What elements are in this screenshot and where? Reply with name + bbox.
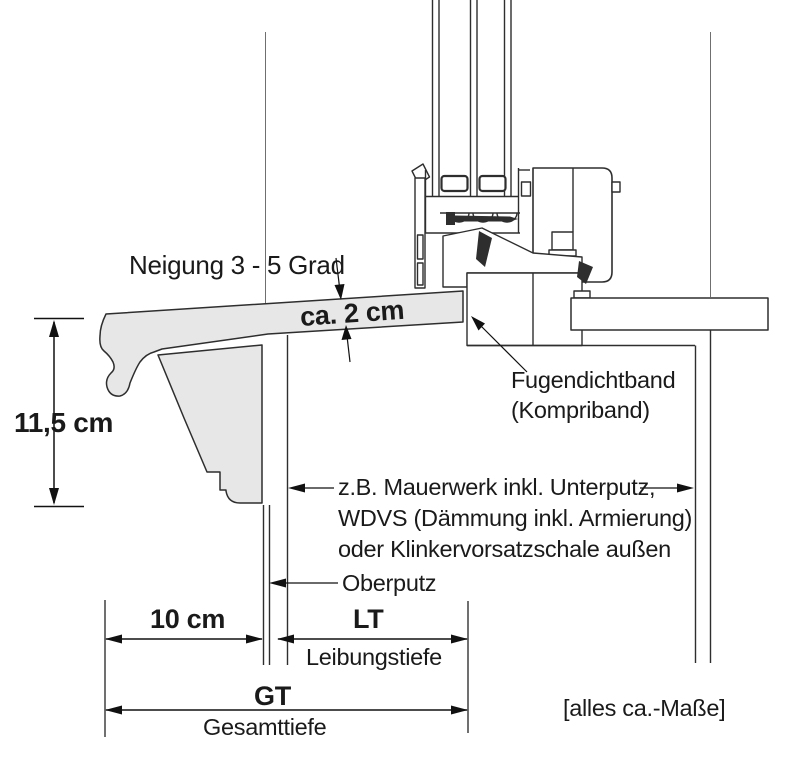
- glazing-panes: [426, 0, 519, 198]
- dim-overhang-and-reveal: [105, 634, 468, 644]
- dim-reveal-abbr-label: LT: [353, 604, 384, 634]
- joint-tape-leader: [471, 316, 528, 373]
- sill-board: [99, 290, 464, 397]
- top-plaster-label: Oberputz: [342, 570, 437, 596]
- wall-label-line3: oder Klinkervorsatzschale außen: [338, 536, 671, 562]
- glazing-spacer: [440, 174, 469, 193]
- sill-height-label: 11,5 cm: [14, 407, 114, 438]
- joint-tape-label-line2: (Kompriband): [511, 397, 650, 423]
- dim-total-abbr-label: GT: [254, 681, 291, 711]
- interior-window-board: [570, 297, 769, 331]
- frame-block: [520, 167, 621, 283]
- dim-total-name-label: Gesamttiefe: [203, 714, 327, 740]
- dim-total-depth: [105, 705, 468, 715]
- exterior-window-sill: [99, 290, 464, 504]
- joint-tape-label-line1: Fugendichtband: [511, 367, 676, 393]
- setting-block: [551, 231, 574, 251]
- wall-label-line2: WDVS (Dämmung inkl. Armierung): [338, 505, 693, 531]
- extension-lines: [104, 600, 469, 737]
- inner-seal: [577, 261, 593, 284]
- fixing-screw: [455, 215, 518, 222]
- facade-reference-lines: [265, 32, 711, 305]
- interior-board-and-wall: [467, 290, 769, 663]
- fixing-screw-head: [446, 212, 455, 225]
- glazing-packer: [476, 231, 492, 267]
- plaster-masonry-lines: [262, 335, 289, 665]
- wall-arrows: [288, 483, 694, 493]
- dim-overhang-label: 10 cm: [150, 604, 226, 634]
- sill-corbel: [157, 344, 263, 504]
- sub-frame-blocks: [442, 227, 593, 347]
- slope-label: Neigung 3 - 5 Grad: [129, 250, 345, 280]
- dim-sill-height: [34, 317, 84, 508]
- dim-reveal-name-label: Leibungstiefe: [306, 644, 442, 670]
- wall-label-line1: z.B. Mauerwerk inkl. Unterputz,: [338, 474, 656, 500]
- glazing-spacer: [478, 174, 507, 193]
- top-plaster-leader: [269, 578, 338, 588]
- approx-note: [alles ca.-Maße]: [563, 695, 726, 721]
- thickness-arrow: [341, 325, 352, 363]
- slope-arrow: [334, 257, 345, 300]
